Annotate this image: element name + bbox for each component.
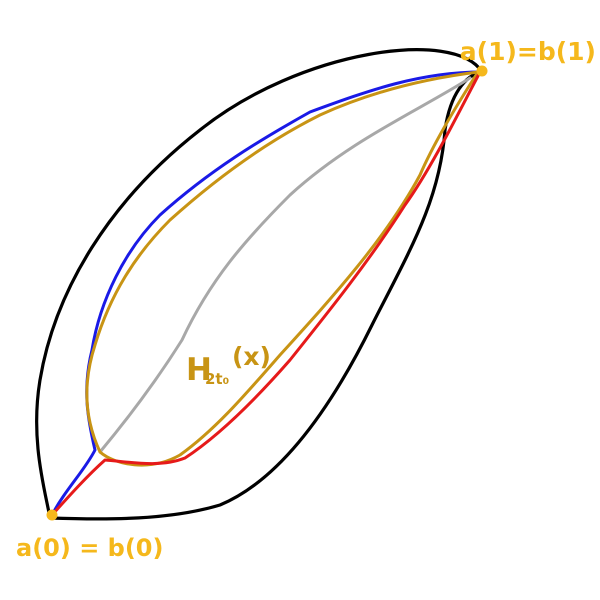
homotopy-label-argument: (x): [232, 342, 271, 371]
homotopy-label-subscript: 2t₀: [205, 370, 229, 388]
region-outline: [35, 48, 484, 521]
homotopy-label-main: H: [186, 352, 212, 388]
homotopy-path: [85, 70, 480, 467]
endpoint-top-label: a(1)=b(1): [460, 37, 596, 66]
endpoint-bottom-label: a(0) = b(0): [16, 534, 163, 562]
homotopy-label: H 2t₀ (x): [186, 342, 271, 388]
endpoint-top-dot: [476, 65, 488, 77]
red-path: [50, 70, 482, 517]
gray-path: [98, 76, 472, 454]
endpoint-bottom-dot: [46, 509, 58, 521]
blue-path: [50, 70, 484, 517]
